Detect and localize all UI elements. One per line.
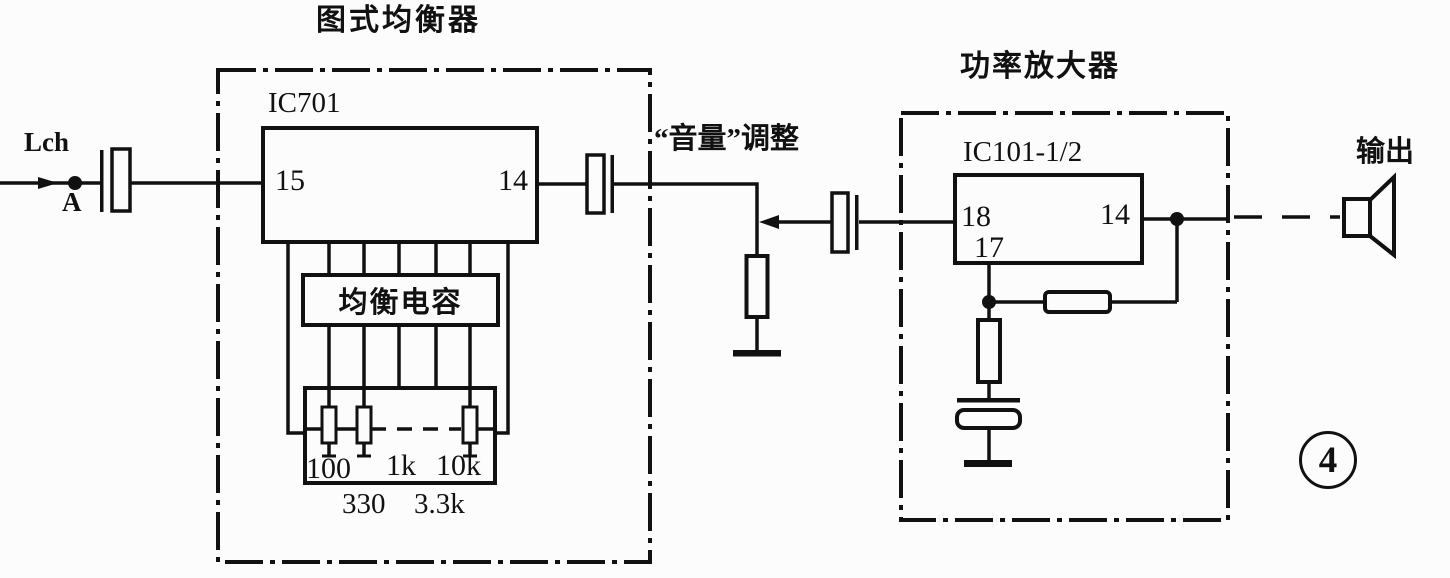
node-a-label: A [62,187,82,217]
equalizer-boundary-box [216,68,652,564]
equalizer-title: 图式均衡器 [316,4,481,37]
coupling-capacitor-3 [830,191,859,254]
ic101-label: IC101-1/2 [963,136,1083,168]
amplifier-title: 功率放大器 [960,50,1120,83]
figure-number: 4 [1318,439,1338,481]
speaker-icon [1342,172,1396,260]
equalizer-cap-block-box [301,273,500,327]
figure-number-badge: 4 [1299,431,1357,489]
signal-direction-arrow-icon [38,177,58,189]
ic101-pin14-label: 14 [1100,198,1130,231]
coupling-capacitor-2 [585,153,614,215]
feedback-wire-right [1110,219,1179,304]
amplifier-boundary-box [899,111,1230,522]
pot-freq-1k-label: 1k [386,449,416,482]
input-coupling-capacitor [100,147,132,213]
feedback-resistor-body [1043,290,1112,314]
equalizer-bus-wires [286,242,510,435]
volume-adjust-label: “音量”调整 [654,123,800,155]
output-node-dot [1170,212,1184,226]
volume-ground-symbol [733,350,781,357]
pot-freq-330-label: 330 [342,488,386,520]
ic701-pin15-label: 15 [275,164,305,197]
pot-freq-10k-label: 10k [436,449,481,482]
equalizer-cap-block-label: 均衡电容 [338,287,463,319]
input-channel-label: Lch [24,127,70,157]
shunt-resistor-body [976,318,1002,384]
volume-feed-wire [614,182,759,256]
amp-ground-symbol [964,460,1012,467]
ic701-label: IC701 [268,87,341,119]
ic101-pin18-label: 18 [961,200,991,233]
node-a-dot [68,176,82,190]
volume-potentiometer-body [744,254,770,319]
equalizer-slider-pots [320,388,479,458]
ic701-pin14-label: 14 [498,164,528,197]
bypass-electrolytic-capacitor [955,398,1022,430]
ic101-pin17-label: 17 [974,231,1004,264]
pot-freq-3k3-label: 3.3k [414,488,465,520]
pot-freq-100-label: 100 [306,452,351,485]
output-label: 输出 [1356,136,1415,168]
volume-wiper-arrow-icon [759,215,779,229]
